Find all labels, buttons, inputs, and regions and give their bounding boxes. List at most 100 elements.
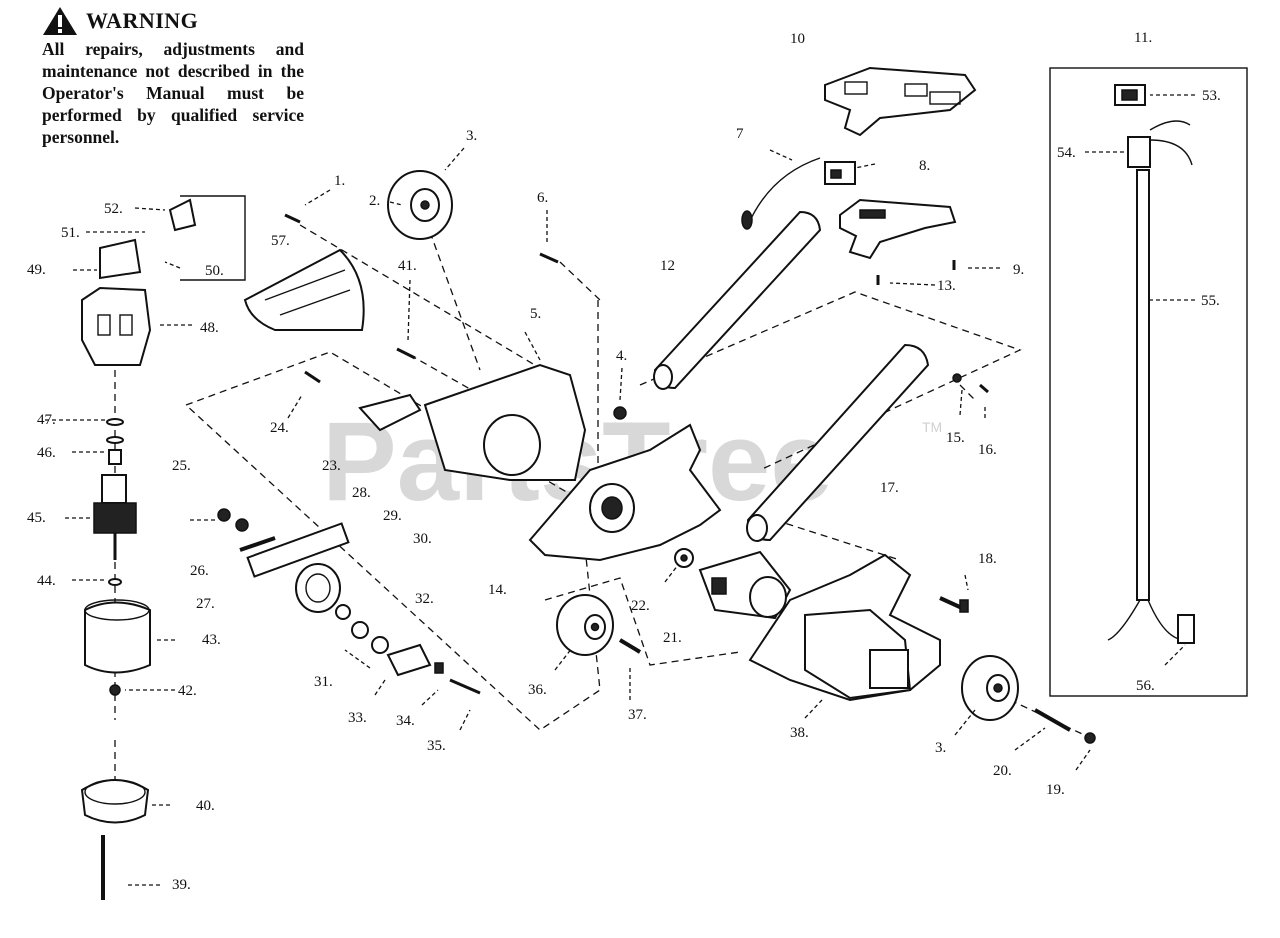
part-7-plug [741, 210, 753, 230]
assembly-line-wheel-top [429, 231, 481, 371]
callout-41: 41. [398, 258, 417, 274]
callout-7: 7 [736, 126, 744, 142]
part-35-screw [449, 678, 481, 695]
part-19-nut [1084, 732, 1096, 744]
callout-2: 2. [369, 193, 380, 209]
callout-26: 26. [190, 563, 209, 579]
callout-13: 13. [937, 278, 956, 294]
callout-29: 29. [383, 508, 402, 524]
part-3-wheel-right [961, 655, 1019, 721]
callout-45: 45. [27, 510, 46, 526]
part-56-plug [1177, 614, 1195, 644]
part-43-motor-housing [84, 599, 151, 674]
part-44-washer [108, 578, 122, 586]
part-42-washer [109, 684, 121, 696]
bracket-50-52 [180, 195, 246, 281]
warning-text: All repairs, adjustments and maintenance… [42, 39, 304, 147]
part-20-axle [1034, 708, 1071, 732]
callout-44: 44. [37, 573, 56, 589]
callout-8: 8. [919, 158, 930, 174]
handle-assembly-frame [1049, 67, 1248, 697]
cord-wires-bottom [1107, 599, 1186, 641]
part-10-handle-grip [824, 66, 977, 137]
callout-19: 19. [1046, 782, 1065, 798]
part-12-upper-tube [653, 210, 822, 390]
callout-35: 35. [427, 738, 446, 754]
part-38-deck [748, 553, 941, 702]
callout-28: 28. [352, 485, 371, 501]
callout-24: 24. [270, 420, 289, 436]
assembly-line-bolt6 [559, 261, 601, 301]
callout-31: 31. [314, 674, 333, 690]
callout-36: 36. [528, 682, 547, 698]
part-23-bracket [358, 393, 422, 432]
part-8-switch [824, 161, 856, 185]
part-55-cord-tube [1136, 169, 1150, 601]
callout-25: 25. [172, 458, 191, 474]
callout-labels: 1. 2. 3. 3. 4. 5. 6. 7 8. 9. 10 11. 12 1… [27, 30, 1221, 893]
callout-42: 42. [178, 683, 197, 699]
callout-14: 14. [488, 582, 507, 598]
callout-15: 15. [946, 430, 965, 446]
part-36-wheel-left [556, 594, 614, 656]
callout-33: 33. [348, 710, 367, 726]
watermark-tm: TM [922, 419, 942, 435]
callout-9: 9. [1013, 262, 1024, 278]
callout-11: 11. [1134, 30, 1152, 46]
part-2-wheel [387, 170, 453, 240]
callout-53: 53. [1202, 88, 1221, 104]
part-31-spacers [335, 604, 389, 654]
callout-51: 51. [61, 225, 80, 241]
callout-54: 54. [1057, 145, 1076, 161]
callout-30: 30. [413, 531, 432, 547]
warning-triangle-icon [43, 7, 77, 35]
callout-18: 18. [978, 551, 997, 567]
part-28-fan [295, 563, 341, 613]
callout-21: 21. [663, 630, 682, 646]
part-37-axle [618, 638, 642, 654]
part-48-motor-end [81, 286, 152, 366]
part-4-ball [613, 406, 627, 420]
part-52-part [168, 198, 197, 232]
callout-1: 1. [334, 173, 345, 189]
warning-title: WARNING [86, 8, 199, 33]
part-9-handle-bottom [839, 198, 957, 260]
part-5-housing-cover [423, 363, 587, 481]
part-27-blade [246, 522, 350, 578]
part-45-armature [93, 474, 137, 560]
part-1-screw [284, 213, 301, 224]
part-41-screw [396, 347, 416, 360]
warning-notice: WARNING All repairs, adjustments and mai… [42, 6, 312, 148]
part-57-blade-guard [243, 248, 365, 331]
warning-heading: WARNING [42, 6, 312, 36]
assembly-line-cover [299, 224, 561, 381]
callout-10: 10 [790, 31, 805, 47]
callout-32: 32. [415, 591, 434, 607]
callout-3-right: 3. [935, 740, 946, 756]
cord-wires-top [1149, 120, 1193, 166]
assembly-line-16 [959, 384, 976, 401]
callout-56: 56. [1136, 678, 1155, 694]
part-22-washer [674, 548, 694, 568]
callout-55: 55. [1201, 293, 1220, 309]
part-18-bolt [939, 596, 969, 613]
part-24-screw [304, 370, 321, 384]
part-53-connector [1114, 84, 1146, 106]
callout-52: 52. [104, 201, 123, 217]
part-21-drive-motor [698, 550, 792, 620]
part-34-nut [434, 662, 444, 674]
part-26-small-parts [217, 508, 276, 552]
callout-22: 22. [631, 598, 650, 614]
callout-46: 46. [37, 445, 56, 461]
callout-38: 38. [790, 725, 809, 741]
leader-lines [45, 94, 1195, 886]
callout-20: 20. [993, 763, 1012, 779]
part-40-base [80, 779, 150, 824]
assembly-outline-tube [639, 291, 1022, 471]
callout-3-top: 3. [466, 128, 477, 144]
callout-27: 27. [196, 596, 215, 612]
callout-50: 50. [205, 263, 224, 279]
callout-5: 5. [530, 306, 541, 322]
callout-17: 17. [880, 480, 899, 496]
